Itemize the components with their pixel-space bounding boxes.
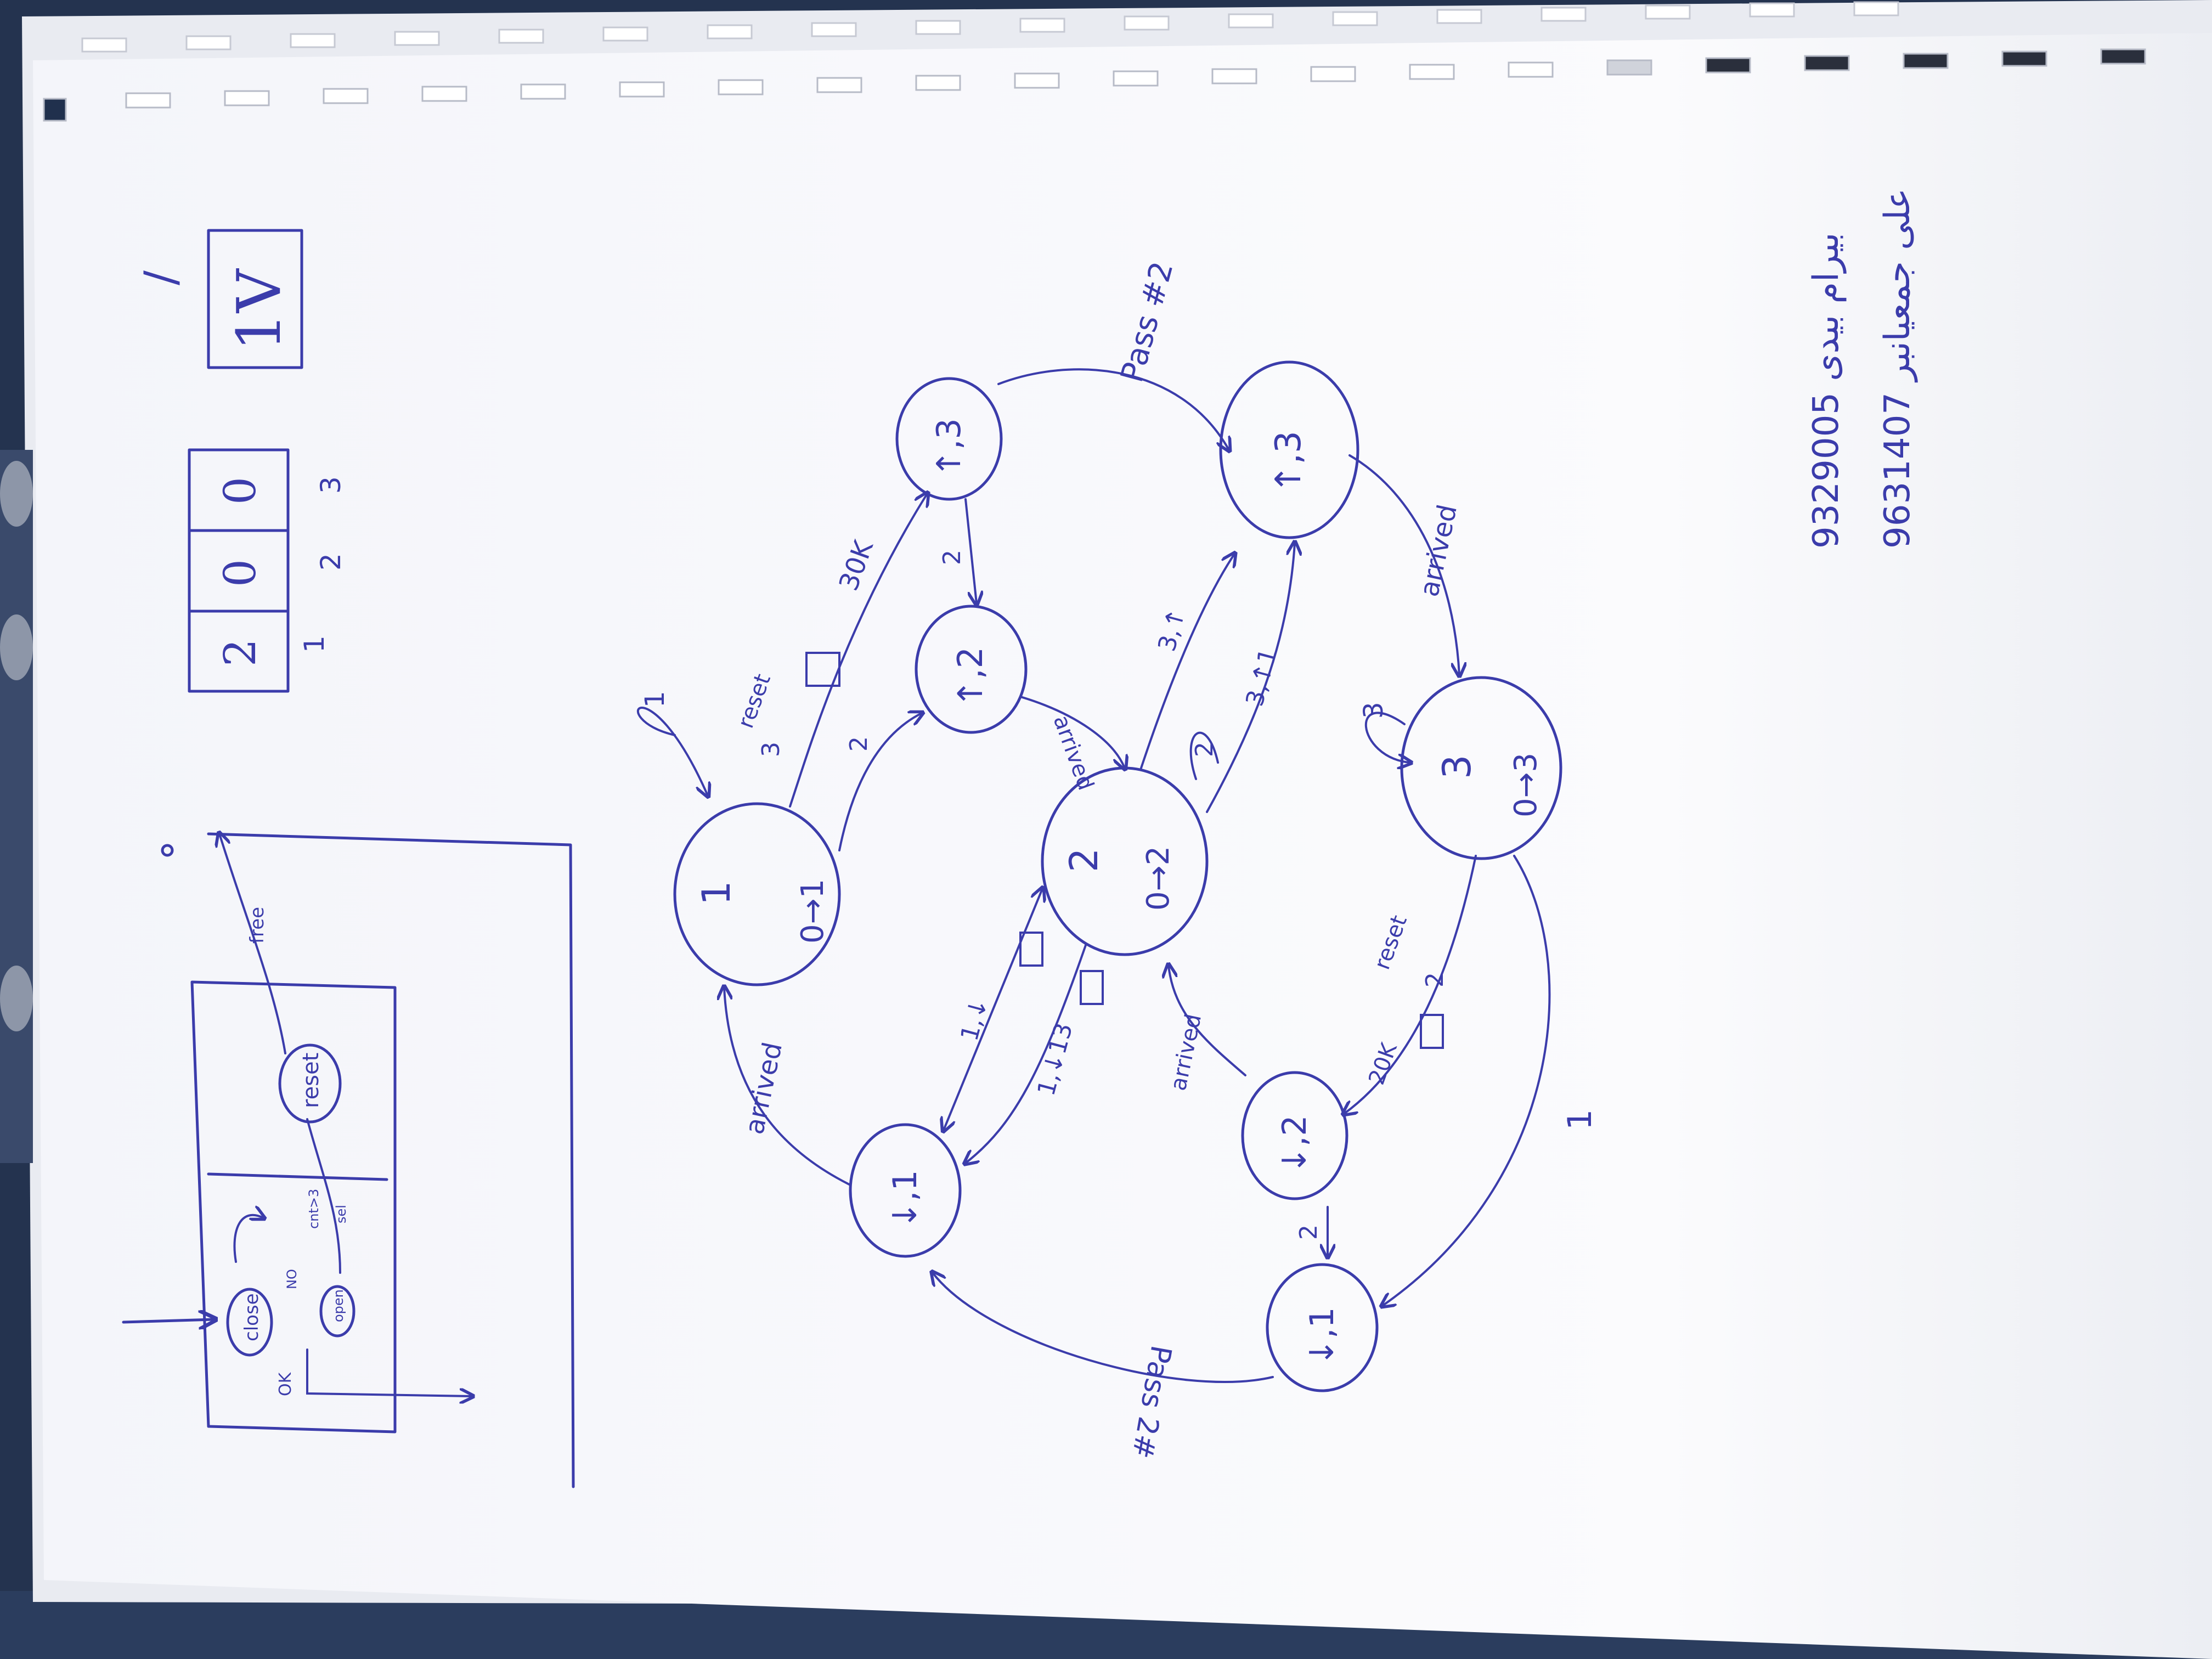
ok-label: OK — [276, 1372, 295, 1396]
paper-sheet — [33, 33, 2212, 1659]
edge-s1-to-up2 — [838, 713, 922, 851]
svg-text:1: 1 — [694, 881, 739, 905]
binding-holes-front — [43, 48, 2146, 122]
label-e2b: 2 — [938, 550, 966, 565]
sketch-panel: close open reset free OK NO cnt>3 sel — [122, 832, 575, 1488]
edge-marker-box-2 — [1019, 932, 1043, 967]
binder-rings — [0, 450, 33, 1163]
edge-pass2-bottom — [933, 1273, 1274, 1383]
free-label: free — [246, 907, 268, 944]
sketch-edge-ok — [306, 1348, 472, 1396]
svg-text:↑,3: ↑,3 — [930, 418, 968, 477]
open-state-label: open — [331, 1289, 346, 1322]
label-e2e: 2 — [1295, 1224, 1323, 1240]
name-line-1: بیرام بیدی 9329005 — [1806, 233, 1847, 549]
svg-text:0→3: 0→3 — [1508, 753, 1544, 817]
table-index-2: 2 — [315, 553, 347, 571]
edge-s2-to-up3b-a — [1140, 554, 1234, 769]
binding-holes-back — [81, 1, 1899, 53]
svg-text:↓,2: ↓,2 — [1276, 1115, 1314, 1174]
edge-up2-to-s2 — [1019, 696, 1125, 768]
state-up-3b: ↑,3 — [1219, 360, 1359, 539]
sketch-edge-free — [219, 834, 286, 1054]
open-state-circle — [319, 1285, 356, 1338]
sel-label: sel — [334, 1205, 349, 1223]
svg-text:↑,3: ↑,3 — [1268, 431, 1309, 494]
label-e1b: 1 — [1561, 1109, 1599, 1130]
edge-s2-down1-a — [944, 889, 1042, 1130]
edge-arrived-right — [1348, 454, 1459, 675]
grade-tick: / — [135, 270, 186, 285]
edge-s3-to-down2 — [1344, 855, 1477, 1114]
edge-marker-box-4 — [1420, 1014, 1444, 1049]
label-e2d: 2 — [1421, 972, 1449, 988]
edge-down2-to-s2 — [1169, 966, 1246, 1076]
edge-up3-to-up2 — [964, 498, 977, 603]
edge-s1-to-up3 — [789, 494, 927, 808]
state-down-1b: ↓,1 — [1266, 1263, 1379, 1392]
state-down-2: ↓,2 — [1241, 1071, 1348, 1200]
cnt-label: cnt>3 — [306, 1189, 321, 1229]
no-label: NO — [284, 1269, 300, 1289]
edge-s2-down1-b — [966, 943, 1087, 1163]
label-e3: 3 — [757, 742, 785, 757]
close-state-label: close — [241, 1293, 263, 1341]
sketch-self-loop — [233, 1215, 263, 1263]
table-cell-2: 0 — [215, 559, 266, 587]
edge-s3-to-down1b — [1383, 855, 1551, 1306]
reset-state-label: reset — [298, 1053, 324, 1108]
edge-arrived-left — [724, 988, 851, 1186]
state-1: 1 0→1 — [673, 802, 841, 986]
sketch-edge-reset — [306, 1118, 341, 1274]
svg-text:3: 3 — [1435, 754, 1480, 779]
svg-text:↑,2: ↑,2 — [950, 647, 990, 708]
label-e2: 2 — [845, 736, 873, 752]
table-index-3: 3 — [315, 476, 347, 494]
small-dot — [161, 844, 174, 857]
sketch-frame — [190, 980, 397, 1434]
grade-box: 1V / — [135, 229, 303, 369]
student-names: بیرام بیدی 9329005 علی جمعیانبر 9631407 — [1806, 188, 1918, 549]
edge-marker-box-3 — [1080, 970, 1104, 1005]
svg-text:0→2: 0→2 — [1141, 846, 1176, 911]
reset-state-circle — [278, 1043, 342, 1124]
close-state-circle — [226, 1288, 273, 1357]
self-loop-s1 — [636, 707, 708, 795]
state-down-1: ↓,1 — [849, 1123, 962, 1258]
edge-marker-box-1 — [805, 652, 840, 687]
label-e3b: 3 — [1358, 702, 1389, 719]
edge-pass2-top — [997, 368, 1229, 450]
table-cell-1: 2 — [215, 639, 266, 667]
label-e2c: 2 — [1190, 742, 1218, 757]
name-line-2: علی جمعیانبر 9631407 — [1877, 188, 1918, 549]
label-e1: 1 — [640, 691, 670, 708]
svg-text:2: 2 — [1062, 848, 1107, 872]
svg-text:↓,1: ↓,1 — [1303, 1307, 1341, 1366]
grade-text: 1V — [224, 268, 294, 351]
self-loop-s2 — [1189, 731, 1219, 780]
sketch-divider — [207, 1172, 388, 1181]
state-table: 2 0 0 1 2 3 — [188, 448, 347, 693]
sketch-outer-line — [207, 832, 575, 1488]
state-2: 2 0→2 — [1041, 766, 1209, 956]
state-up-3: ↑,3 — [895, 377, 1003, 501]
svg-text:↓,1: ↓,1 — [886, 1170, 924, 1229]
table-cell-3: 0 — [215, 477, 266, 505]
edge-s2-to-up3b-b — [1206, 543, 1295, 813]
svg-text:0→1: 0→1 — [795, 879, 831, 944]
sketch-entry-arrow — [122, 1319, 214, 1322]
self-loop-s3 — [1364, 712, 1410, 763]
table-index-1: 1 — [298, 635, 330, 653]
